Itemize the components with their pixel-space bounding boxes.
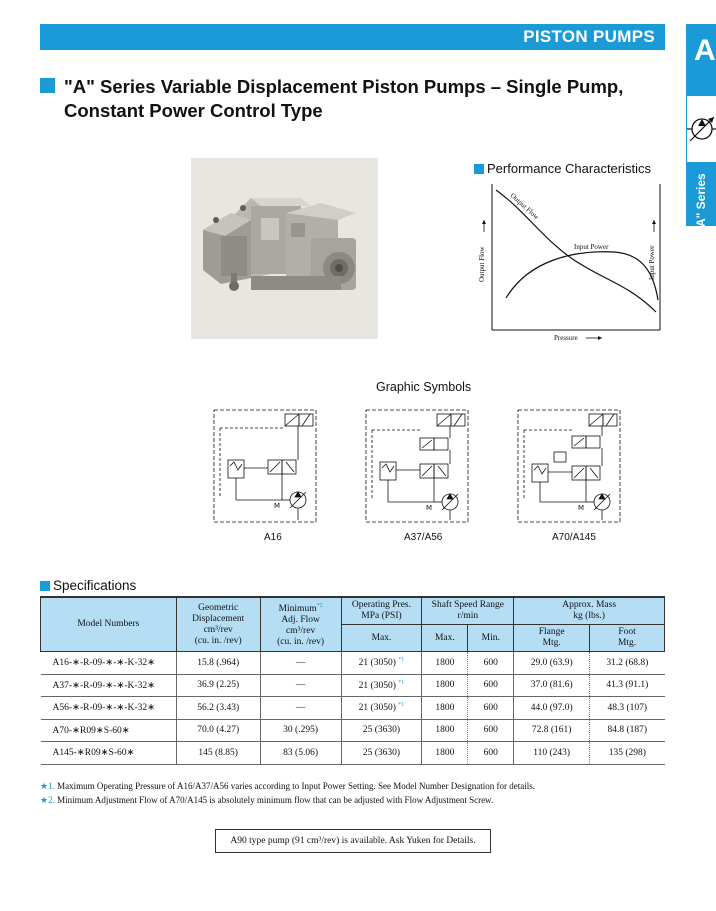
svg-text:M: M xyxy=(426,504,432,512)
header-bar: PISTON PUMPS xyxy=(40,24,665,50)
page-title-line1: "A" Series Variable Displacement Piston … xyxy=(64,76,624,97)
table-row: A37-∗-R-09-∗-∗-K-32∗ 36.9 (2.25) — 21 (3… xyxy=(40,674,665,697)
graphic-symbol-a37-a56: M xyxy=(362,408,472,524)
x-label: Pressure xyxy=(554,334,578,342)
footnote-2: ★2. Minimum Adjustment Flow of A70/A145 … xyxy=(40,795,494,805)
graphic-symbol-label-a70-a145: A70/A145 xyxy=(552,532,596,543)
svg-text:M: M xyxy=(274,502,280,510)
graphic-symbol-label-a16: A16 xyxy=(264,532,282,543)
header-shaft-speed: Shaft Speed Range r/min xyxy=(421,596,515,625)
section-title: PISTON PUMPS xyxy=(523,27,655,46)
header-foot: Foot Mtg. xyxy=(589,624,665,652)
y-left-label: Output Flow xyxy=(478,245,486,282)
header-flange: Flange Mtg. xyxy=(513,624,591,652)
availability-note: A90 type pump (91 cm³/rev) is available.… xyxy=(215,829,491,853)
title-square-icon xyxy=(40,78,55,93)
header-pressure: Operating Pres. MPa (PSI) xyxy=(340,596,423,625)
specifications-table: Model Numbers Geometric Displacement cm³… xyxy=(40,596,665,765)
header-displacement: Geometric Displacement cm³/rev (cu. in. … xyxy=(175,596,261,652)
header-speed-min: Min. xyxy=(467,624,515,652)
table-row: A145-∗R09∗S-60∗ 145 (8.85) 83 (5.06) 25 … xyxy=(40,741,665,765)
table-row: A70-∗R09∗S-60∗ 70.0 (4.27) 30 (.295) 25 … xyxy=(40,719,665,742)
svg-text:M: M xyxy=(578,504,584,512)
side-tab-letter: A xyxy=(694,34,716,67)
graphic-symbol-a16: M xyxy=(210,408,320,524)
graphic-symbols-title: Graphic Symbols xyxy=(376,380,472,394)
header-model: Model Numbers xyxy=(40,596,177,652)
header-mass: Approx. Mass kg (lbs.) xyxy=(513,596,665,625)
output-flow-label: Output Flow xyxy=(509,192,542,222)
table-row: A16-∗-R-09-∗-∗-K-32∗ 15.8 (.964) — 21 (3… xyxy=(40,651,665,675)
specifications-title: Specifications xyxy=(53,578,137,593)
input-power-label: Input Power xyxy=(574,243,609,251)
footnotes: ★1. Maximum Operating Pressure of A16/A3… xyxy=(40,779,680,807)
side-tab[interactable]: A "A" Series xyxy=(686,24,716,233)
graphic-symbol-a70-a145: M xyxy=(514,408,624,524)
y-right-label: Input Power xyxy=(648,245,656,280)
output-flow-curve xyxy=(495,189,657,313)
pump-symbol-icon xyxy=(687,116,716,142)
spec-square-icon xyxy=(40,581,50,591)
side-series-label: "A" Series xyxy=(694,173,708,233)
page-title: "A" Series Variable Displacement Piston … xyxy=(64,75,674,123)
side-symbol-box xyxy=(686,96,716,162)
header-pressure-max: Max. xyxy=(340,624,423,652)
input-power-curve xyxy=(505,251,659,301)
header-speed-max: Max. xyxy=(421,624,469,652)
table-row: A56-∗-R-09-∗-∗-K-32∗ 56.2 (3.43) — 21 (3… xyxy=(40,696,665,720)
perf-square-icon xyxy=(474,164,484,174)
performance-chart: Output Flow Input Power Output Flow Inpu… xyxy=(474,180,674,350)
graphic-symbol-label-a37-a56: A37/A56 xyxy=(404,532,443,543)
performance-title: Performance Characteristics xyxy=(487,161,651,176)
header-min-flow: Minimum*2 Adj. Flow cm³/rev (cu. in. /re… xyxy=(259,596,342,652)
page-title-line2: Constant Power Control Type xyxy=(64,100,323,121)
footnote-1: ★1. Maximum Operating Pressure of A16/A3… xyxy=(40,781,535,791)
piston-pump-photo xyxy=(191,158,378,339)
